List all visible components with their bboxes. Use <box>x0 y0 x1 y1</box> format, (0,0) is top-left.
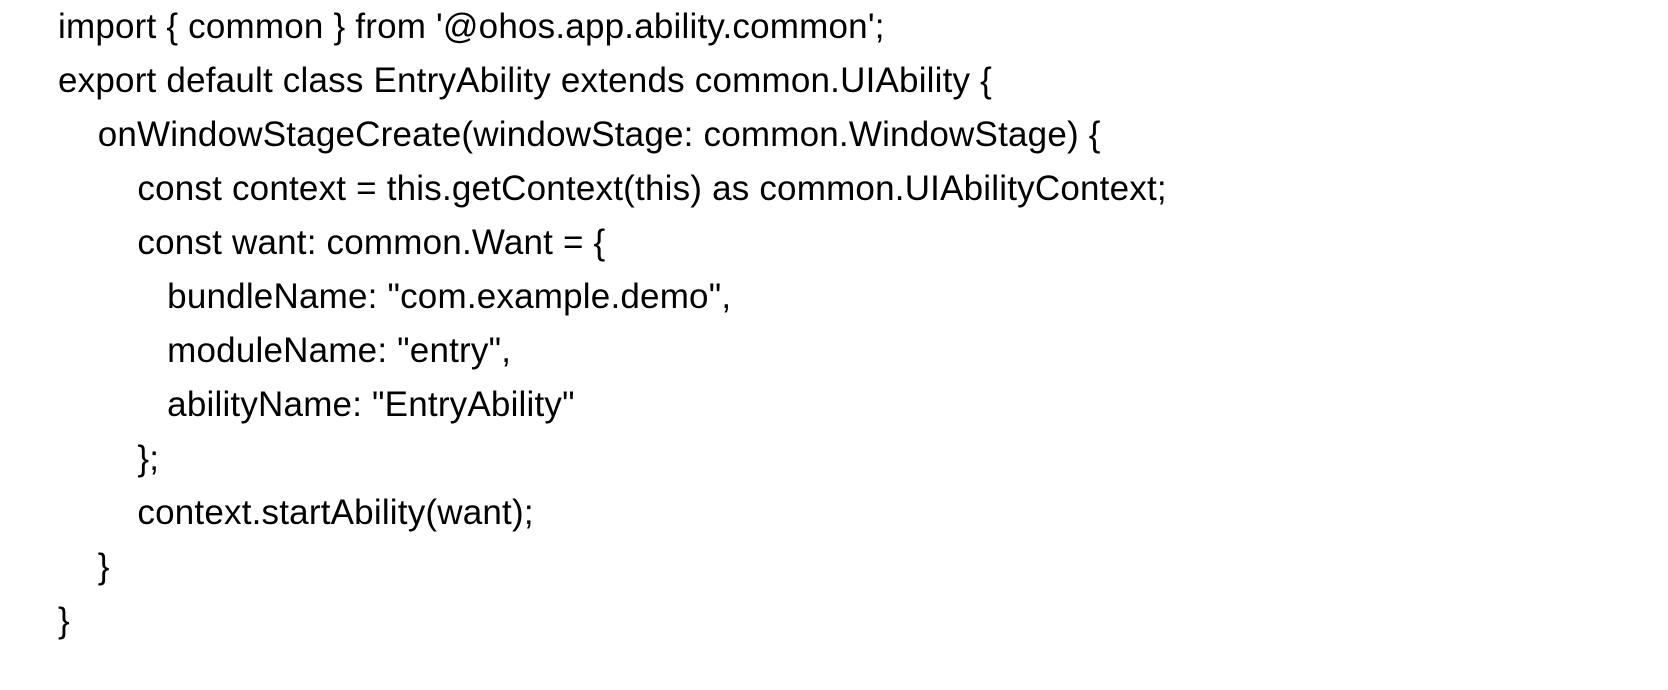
code-line: onWindowStageCreate(windowStage: common.… <box>58 115 1101 154</box>
code-block: import { common } from '@ohos.app.abilit… <box>58 7 1167 640</box>
code-line: bundleName: "com.example.demo", <box>58 277 732 316</box>
code-line: moduleName: "entry", <box>58 331 512 370</box>
code-line: }; <box>58 439 160 478</box>
code-line: } <box>58 547 110 586</box>
code-line: } <box>58 601 70 640</box>
code-line: abilityName: "EntryAbility" <box>58 385 575 424</box>
code-line: export default class EntryAbility extend… <box>58 61 993 100</box>
code-line: import { common } from '@ohos.app.abilit… <box>58 7 885 46</box>
code-line: const want: common.Want = { <box>58 223 606 262</box>
code-line: const context = this.getContext(this) as… <box>58 169 1167 208</box>
code-line: context.startAbility(want); <box>58 493 534 532</box>
